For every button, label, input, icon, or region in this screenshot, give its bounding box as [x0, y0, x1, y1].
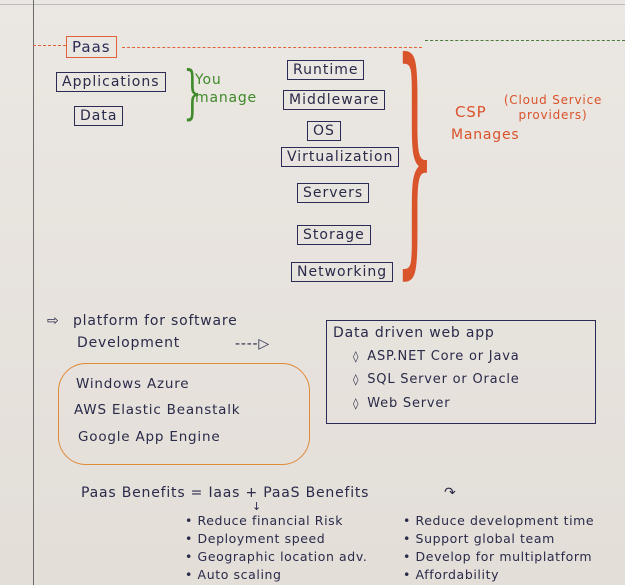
- you-manage-label: You manage: [195, 72, 257, 106]
- example-item-text: SQL Server or Oracle: [367, 372, 520, 387]
- list-item: Develop for multiplatform: [403, 548, 594, 566]
- layer-applications: Applications: [56, 72, 166, 92]
- layer-virtualization: Virtualization: [281, 147, 400, 167]
- csp-label: CSP: [455, 103, 487, 121]
- layer-middleware: Middleware: [283, 90, 386, 110]
- brace-icon: }: [395, 9, 435, 300]
- layer-servers: Servers: [297, 183, 370, 203]
- layer-storage: Storage: [297, 225, 371, 245]
- example-item: ◊ Web Server: [353, 396, 450, 411]
- benefits-heading: Paas Benefits = Iaas + PaaS Benefits: [81, 485, 370, 501]
- margin-line: [33, 0, 34, 585]
- provider-item: Windows Azure: [76, 376, 190, 392]
- list-item: Auto scaling: [185, 566, 367, 584]
- diamond-icon: ◊: [353, 397, 360, 410]
- divider: [0, 4, 625, 5]
- list-item: Reduce development time: [403, 512, 594, 530]
- iaas-benefits-list: Reduce financial Risk Deployment speed G…: [185, 512, 367, 584]
- list-item: Deployment speed: [185, 530, 367, 548]
- arrow-icon: ⇨: [47, 313, 60, 329]
- brace-icon: }: [183, 58, 202, 126]
- layer-runtime: Runtime: [287, 60, 365, 80]
- provider-item: Google App Engine: [78, 429, 221, 445]
- manages-label: Manages: [451, 127, 520, 143]
- list-item: Reduce financial Risk: [185, 512, 367, 530]
- example-item: ◊ ASP.NET Core or Java: [353, 349, 519, 364]
- section-title: Paas: [66, 36, 117, 58]
- arrow-icon: ----▷: [235, 336, 270, 352]
- paas-benefits-list: Reduce development time Support global t…: [403, 512, 594, 584]
- diamond-icon: ◊: [353, 373, 360, 386]
- providers-box: Windows Azure AWS Elastic Beanstalk Goog…: [58, 363, 310, 465]
- arrow-icon: ↓: [252, 500, 263, 513]
- provider-item: AWS Elastic Beanstalk: [74, 402, 241, 418]
- list-item: Affordability: [403, 566, 594, 584]
- csp-full-label: (Cloud Service providers): [503, 93, 603, 122]
- example-box: Data driven web app ◊ ASP.NET Core or Jav…: [326, 320, 596, 424]
- list-item: Geographic location adv.: [185, 548, 367, 566]
- arrow-icon: ↷: [444, 485, 457, 501]
- example-title: Data driven web app: [333, 325, 495, 341]
- example-item-text: Web Server: [367, 396, 451, 411]
- section-divider: [425, 40, 625, 41]
- diamond-icon: ◊: [353, 350, 360, 363]
- layer-os: OS: [307, 121, 341, 141]
- section-divider: [122, 47, 422, 48]
- platform-line1: platform for software: [73, 313, 238, 329]
- example-item-text: ASP.NET Core or Java: [367, 349, 520, 364]
- platform-line2: Development: [77, 335, 181, 351]
- layer-networking: Networking: [291, 262, 394, 282]
- list-item: Support global team: [403, 530, 594, 548]
- section-divider: [33, 45, 66, 46]
- example-item: ◊ SQL Server or Oracle: [353, 372, 520, 387]
- layer-data: Data: [74, 106, 124, 126]
